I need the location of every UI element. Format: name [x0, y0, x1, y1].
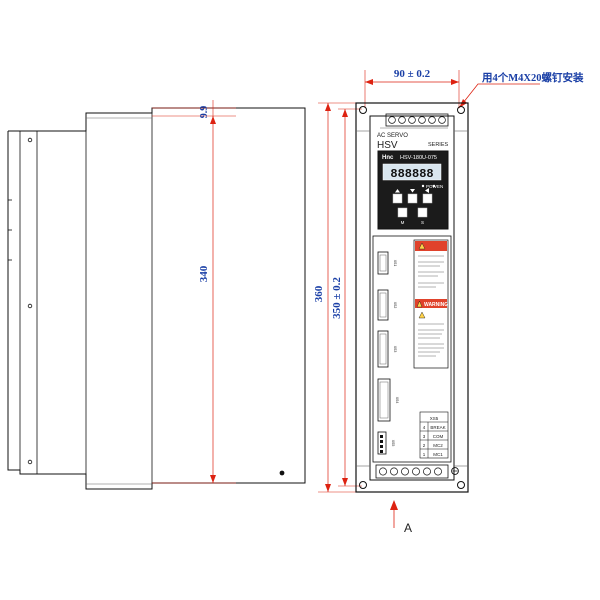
connector-xs4-pins	[379, 381, 389, 419]
status-label-en: EN	[437, 184, 443, 189]
warning-title: WARNING	[424, 302, 448, 308]
key-down[interactable]	[407, 193, 418, 204]
warning-text-lines	[418, 255, 444, 288]
mount-arrow-top	[342, 109, 348, 117]
panel-logo: Hnc	[382, 155, 394, 161]
series-word: SERIES	[428, 142, 449, 148]
side-view: 340 9.9	[7, 100, 306, 490]
warning-header-cn	[415, 241, 447, 251]
brand-top-text: AC SERVO	[377, 133, 408, 139]
side-offset-label: 9.9	[199, 106, 210, 119]
connector-xs4	[377, 378, 391, 422]
total-arrow-top	[325, 103, 331, 111]
width-arrow-left	[365, 79, 373, 85]
side-hole-top	[27, 137, 33, 143]
status-label-pow: POW	[426, 184, 438, 189]
mount-hole-bottom-right	[457, 481, 465, 489]
key-mode[interactable]	[397, 207, 408, 218]
panel-model: HSV-180U-075	[400, 155, 437, 161]
connector-xs3-label: XS3	[393, 346, 397, 353]
side-view-outline	[7, 107, 306, 490]
key-left-icon	[425, 188, 429, 193]
key-up-icon	[395, 189, 400, 193]
terminal-row: 3 COM	[423, 434, 444, 439]
connector-xs2-label: XS2	[393, 302, 397, 309]
connector-xs5-pins	[380, 435, 383, 453]
side-hole-middle	[27, 303, 33, 309]
terminal-name: MC1	[433, 452, 443, 457]
connector-xs1-pins	[379, 254, 387, 272]
height-arrow-bottom	[210, 475, 216, 483]
terminal-table-header: XS5	[430, 416, 439, 421]
bottom-terminal-screws	[379, 467, 442, 476]
top-terminal-screws	[388, 116, 446, 124]
ground-screw	[451, 467, 459, 475]
bottom-terminal-block	[375, 464, 449, 479]
height-arrow-top	[210, 116, 216, 124]
status-led-en	[432, 184, 436, 188]
key-mode-label: M	[401, 220, 405, 225]
side-hole-bottom	[27, 459, 33, 465]
mount-hole-top-left	[359, 106, 367, 114]
front-width-label: 90 ± 0.2	[394, 68, 431, 80]
key-left[interactable]	[422, 193, 433, 204]
top-terminal-block	[385, 113, 449, 127]
mount-arrow-bottom	[342, 478, 348, 486]
warning-text-lines-en	[418, 323, 444, 357]
connector-xs4-label: XS4	[395, 397, 399, 404]
display-digits: 888888	[390, 167, 433, 181]
warning-triangle-icon	[416, 300, 423, 308]
front-view-dimensions: 90 ± 0.2 用4个M4X20螺钉安装 360 350 ± 0.2 A	[313, 68, 584, 535]
terminal-pin: 1	[423, 452, 426, 457]
side-height-label: 340	[198, 265, 210, 282]
connector-xs3-pins	[379, 333, 387, 365]
view-arrow-head	[390, 500, 398, 510]
mount-note-leader	[458, 83, 540, 109]
terminal-pin: 2	[423, 443, 426, 448]
device-body	[369, 115, 455, 481]
connector-panel	[372, 235, 452, 463]
connector-xs1	[377, 251, 389, 275]
terminal-pin: 3	[423, 434, 426, 439]
connector-xs3	[377, 330, 389, 368]
key-down-icon	[410, 189, 415, 193]
series-name: HSV	[377, 140, 398, 151]
terminal-pin: 4	[423, 425, 426, 430]
connector-xs2	[377, 289, 389, 321]
connector-xs5	[377, 431, 387, 455]
terminal-name: MC2	[433, 443, 443, 448]
connector-xs5-label: XS5	[391, 440, 395, 447]
terminal-row: 4 BREAK	[423, 425, 446, 430]
side-ground-screw	[279, 470, 285, 476]
mounting-plate	[355, 102, 469, 493]
connector-xs2-pins	[379, 292, 387, 318]
warning-triangle-icon	[418, 311, 426, 319]
width-arrow-right	[451, 79, 459, 85]
status-led-pow	[421, 184, 425, 188]
key-set[interactable]	[417, 207, 428, 218]
mount-hole-top-right	[457, 106, 465, 114]
mount-hole-bottom-left	[359, 481, 367, 489]
front-view-device: AC SERVO HSV SERIES Hnc HSV-180U-075 888…	[355, 102, 469, 493]
warning-header-en	[415, 299, 447, 308]
warning-triangle-icon	[418, 242, 426, 250]
terminal-name: BREAK	[430, 425, 445, 430]
terminal-table	[419, 411, 449, 459]
led-display	[382, 163, 442, 181]
key-set-label: S	[421, 220, 424, 225]
front-total-height-label: 360	[313, 285, 325, 302]
front-mount-height-label: 350 ± 0.2	[331, 277, 343, 319]
view-arrow-label: A	[404, 521, 412, 535]
total-arrow-bottom	[325, 484, 331, 492]
terminal-row: 1 MC1	[423, 452, 443, 457]
key-up[interactable]	[392, 193, 403, 204]
terminal-row: 2 MC2	[423, 443, 443, 448]
mount-note: 用4个M4X20螺钉安装	[481, 71, 584, 84]
terminal-name: COM	[433, 434, 444, 439]
connector-xs1-label: XS1	[393, 260, 397, 267]
